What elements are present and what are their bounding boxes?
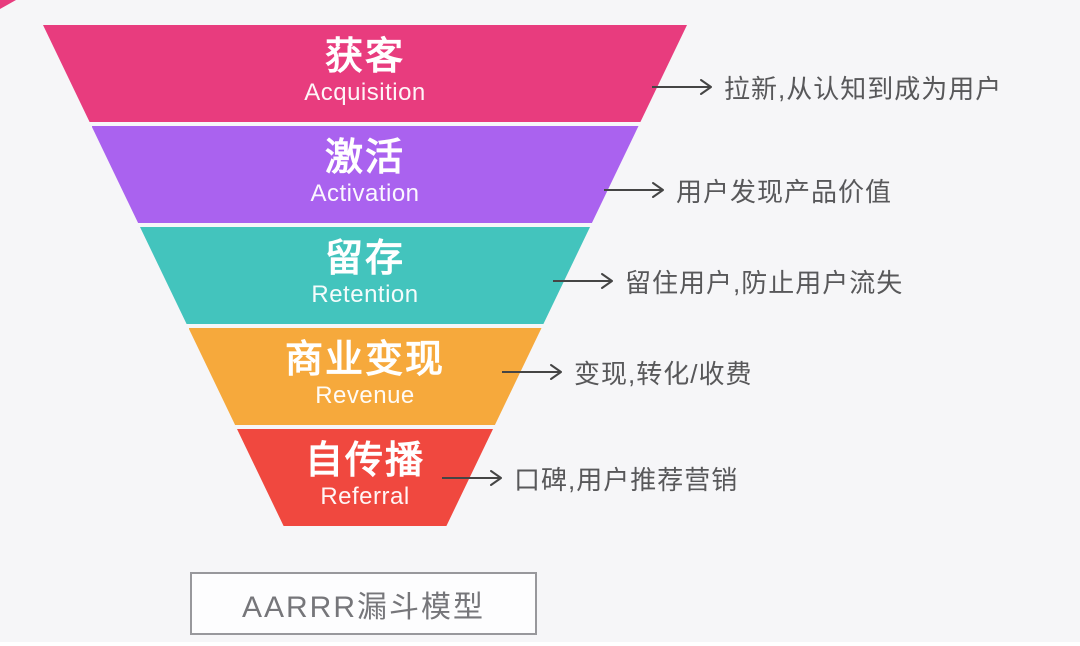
arrow-right-icon bbox=[502, 364, 562, 380]
layer-title-en: Revenue bbox=[315, 381, 415, 409]
layer-note: 口碑,用户推荐营销 bbox=[514, 464, 739, 495]
arrow-right-icon bbox=[604, 182, 664, 198]
annotation-activation: 用户发现产品价值 bbox=[602, 171, 892, 209]
layer-note: 留住用户,防止用户流失 bbox=[625, 267, 904, 298]
layer-title-zh: 留存 bbox=[324, 238, 405, 281]
layer-title-zh: 激活 bbox=[324, 137, 405, 180]
caption-label: AARRR漏斗模型 bbox=[241, 590, 485, 624]
caption-box: AARRR漏斗模型 bbox=[190, 572, 537, 635]
layer-title-en: Referral bbox=[320, 482, 410, 510]
layer-title-en: Retention bbox=[311, 280, 419, 308]
layer-title-zh: 商业变现 bbox=[284, 339, 445, 382]
annotation-retention: 留住用户,防止用户流失 bbox=[551, 262, 903, 300]
annotation-revenue: 变现,转化/收费 bbox=[500, 353, 752, 391]
annotation-referral: 口碑,用户推荐营销 bbox=[440, 459, 738, 497]
layer-title-en: Acquisition bbox=[304, 78, 426, 106]
layer-note: 变现,转化/收费 bbox=[574, 358, 753, 389]
corner-artifact bbox=[0, 0, 16, 9]
layer-note: 拉新,从认知到成为用户 bbox=[724, 73, 1003, 104]
arrow-right-icon bbox=[553, 273, 613, 289]
layer-title-zh: 自传播 bbox=[304, 440, 425, 483]
layer-title-zh: 获客 bbox=[324, 36, 405, 79]
annotation-acquisition: 拉新,从认知到成为用户 bbox=[650, 68, 1002, 106]
layer-note: 用户发现产品价值 bbox=[676, 176, 893, 207]
layer-title-en: Activation bbox=[310, 179, 420, 207]
arrow-right-icon bbox=[652, 79, 712, 95]
arrow-right-icon bbox=[442, 470, 502, 486]
bottom-strip bbox=[0, 642, 1080, 646]
